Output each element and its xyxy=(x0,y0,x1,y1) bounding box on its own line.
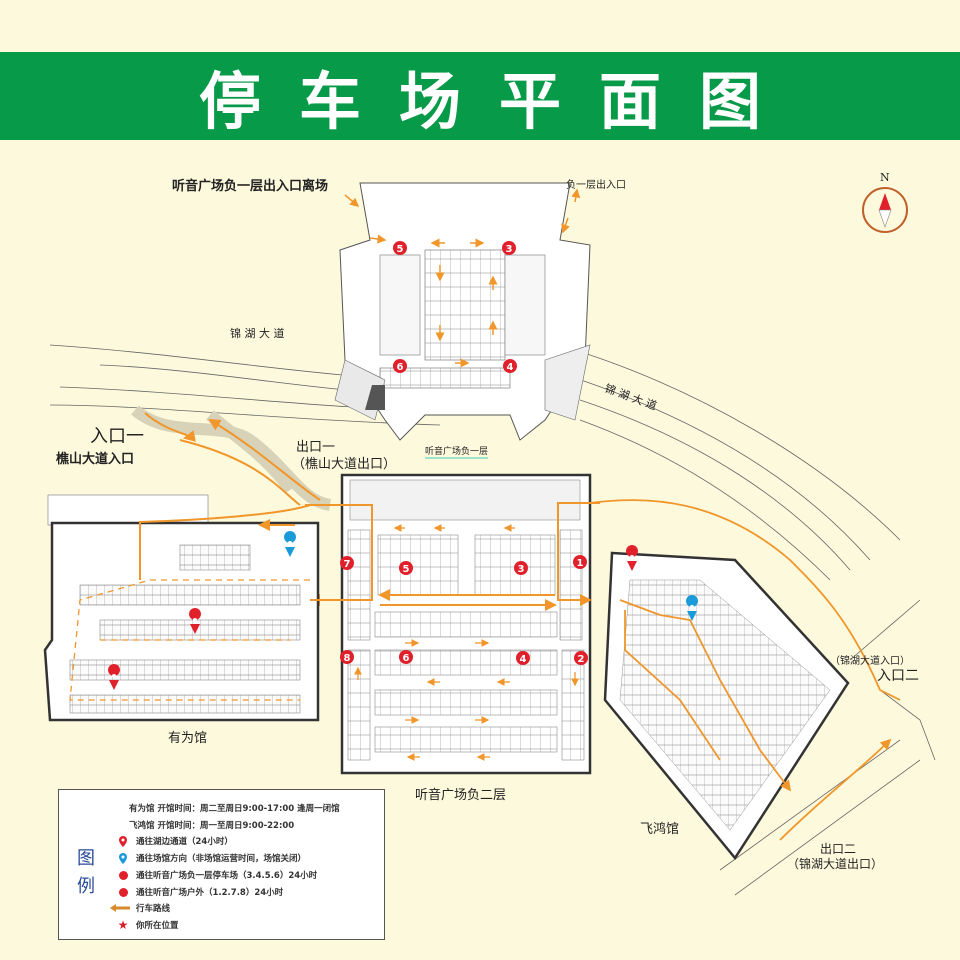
label-youwei-hall: 有为馆 xyxy=(168,731,208,746)
marker-b2-6: 6 xyxy=(399,650,413,664)
compass-icon xyxy=(862,187,908,233)
legend-box: 图例 有为馆 开馆时间：周二至周日9:00-17:00 逢周一闭馆 飞鸿馆 开馆… xyxy=(58,789,385,940)
svg-text:6: 6 xyxy=(397,362,404,373)
marker-b1-6: 6 xyxy=(393,359,407,373)
b2-markers: 7 5 3 1 8 6 4 2 xyxy=(340,555,588,665)
label-exit-2: 出口二 xyxy=(820,842,857,856)
legend-title: 图例 xyxy=(77,848,95,897)
orange-arrow-icon xyxy=(107,904,132,912)
label-b1-entrance-exit: 负一层出入口 xyxy=(566,180,626,191)
marker-b2-3: 3 xyxy=(514,561,528,575)
label-b2-name: 听音广场负二层 xyxy=(415,788,507,803)
svg-text:4: 4 xyxy=(507,362,514,373)
road-lines xyxy=(49,344,936,896)
label-exit-2-sub: （锦湖大道出口） xyxy=(787,857,884,871)
lake-access-pin-icons xyxy=(108,545,639,690)
svg-text:1: 1 xyxy=(577,558,584,569)
feihong-floorplan xyxy=(589,499,901,861)
red-dot-icon xyxy=(114,870,132,880)
svg-text:2: 2 xyxy=(578,654,585,665)
venue-direction-pin-icons xyxy=(284,531,699,621)
svg-text:6: 6 xyxy=(403,653,410,664)
legend-item-b1-parking: 通往听音广场负一层停车场（3.4.5.6）24小时 xyxy=(114,869,317,881)
b2-floorplan xyxy=(305,473,600,775)
legend-item-route: 行车路线 xyxy=(107,902,170,914)
svg-text:7: 7 xyxy=(344,559,351,570)
b1-floorplan xyxy=(334,182,591,441)
label-b1-exit-leave: 听音广场负一层出入口离场 xyxy=(172,179,329,194)
feihong-hours: 飞鸿馆 开馆时间：周一至周日9:00-22:00 xyxy=(129,821,295,831)
label-exit-1-sub: （樵山大道出口） xyxy=(292,457,397,472)
marker-b2-5: 5 xyxy=(399,561,413,575)
marker-b2-8: 8 xyxy=(340,650,354,664)
svg-text:5: 5 xyxy=(403,564,410,575)
title-banner: 停车场平面图 xyxy=(0,52,960,140)
entrance1-ramps xyxy=(131,405,332,511)
youwei-floorplan xyxy=(43,494,345,722)
label-entrance-2-sub: （锦湖大道入口） xyxy=(830,656,910,667)
legend-item-venue: 通往场馆方向（非场馆运营时间，场馆关闭） xyxy=(114,852,306,864)
svg-text:3: 3 xyxy=(518,564,525,575)
label-jinhu-road-left: 锦 湖 大 道 xyxy=(230,327,285,340)
marker-b2-7: 7 xyxy=(340,556,354,570)
marker-b1-3: 3 xyxy=(502,241,516,255)
red-star-icon: ★ xyxy=(117,918,129,932)
marker-b2-1: 1 xyxy=(573,555,587,569)
label-entrance-1-sub: 樵山大道入口 xyxy=(56,452,135,467)
label-entrance-2: 入口二 xyxy=(877,668,919,684)
label-feihong-hall: 飞鸿馆 xyxy=(640,822,680,837)
label-b1-name: 听音广场负一层 xyxy=(425,444,489,459)
label-exit-1: 出口一 xyxy=(296,440,336,455)
compass-north-label: N xyxy=(880,171,890,184)
marker-b2-4: 4 xyxy=(516,651,530,665)
legend-item-lake: 通往湖边通道（24小时） xyxy=(114,835,233,847)
label-entrance-1: 入口一 xyxy=(90,426,144,447)
blue-pin-icon xyxy=(114,852,132,864)
marker-b2-2: 2 xyxy=(574,651,588,665)
page-title: 停车场平面图 xyxy=(198,65,799,138)
svg-text:3: 3 xyxy=(506,244,513,255)
red-dot-icon xyxy=(114,887,132,897)
svg-text:8: 8 xyxy=(344,653,351,664)
svg-text:5: 5 xyxy=(397,244,404,255)
north-compass: N xyxy=(860,171,910,237)
legend-item-outdoor: 通往听音广场户外（1.2.7.8）24小时 xyxy=(114,886,283,898)
legend-item-you-are-here: ★ 你所在位置 xyxy=(114,918,179,932)
marker-b1-5: 5 xyxy=(393,241,407,255)
svg-text:4: 4 xyxy=(520,654,527,665)
youwei-hours: 有为馆 开馆时间：周二至周日9:00-17:00 逢周一闭馆 xyxy=(129,804,340,814)
b1-markers: 5 3 6 4 xyxy=(393,241,517,373)
red-pin-icon xyxy=(114,835,132,847)
marker-b1-4: 4 xyxy=(503,359,517,373)
